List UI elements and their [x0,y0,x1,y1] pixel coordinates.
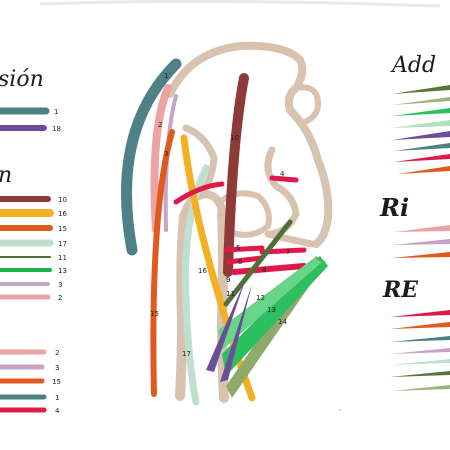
muscle-13 [218,258,322,350]
muscle-label-6: 6 [238,258,243,266]
legend-number: 2 [55,349,59,357]
muscle-label-3: 3 [164,150,168,158]
legend-number: 13 [58,267,67,275]
pelvis-outline [166,41,333,248]
muscle-label-10: 10 [230,134,239,142]
muscle-9-fascicle [220,284,252,382]
legend-wedge [398,166,450,174]
legend-number: 17 [58,240,67,248]
legend-number: 3 [55,364,59,372]
legend-number: 1 [55,394,59,402]
heading-ri: Ri [379,193,409,222]
legend-number: 1 [54,108,58,116]
muscle-label-14: 14 [278,318,287,326]
legend-number: 16 [58,210,67,218]
muscle-10 [223,73,249,277]
legend-number: 2 [58,294,62,302]
legend-wedge [392,85,450,94]
stray-dot [339,409,341,411]
top-border [39,0,441,8]
legend-wedge [390,322,450,329]
pubis-ramus [264,230,316,248]
legend-re [390,310,450,391]
muscle-label-9: 9 [226,276,230,284]
legend-wedge [390,336,450,342]
muscle-labels: 1 2 3 4 5 6 7 8 9 10 11 12 13 14 15 16 1… [150,72,290,358]
muscle-11 [223,219,293,307]
heading-extension: n [0,163,12,188]
muscle-band [173,181,225,205]
muscles [121,58,328,406]
legend-number: 10 [58,196,67,204]
muscle-label-13: 13 [267,306,276,314]
legend-wedge [390,359,450,365]
muscle-label-15: 15 [150,310,159,318]
legend-wedge [394,154,450,162]
muscle-label-7: 7 [286,248,290,256]
legend-wedge [392,239,450,245]
legend-flexion: 1 18 [0,107,61,133]
legend-wedge [392,97,450,105]
muscle-2 [150,84,172,234]
muscle-1 [121,58,182,256]
muscle-label-12: 12 [256,294,265,302]
legend-bottom: 2 3 15 1 4 [0,349,61,415]
sacrum-outline [293,84,321,127]
muscle-label-1: 1 [164,72,168,80]
legend-wedge [392,131,450,140]
legend-number: 15 [52,378,61,386]
muscle-label-17: 17 [182,350,191,358]
legend-wedge [390,348,450,354]
legend-extension: 10 16 15 17 11 13 3 2 [0,196,67,302]
heading-re: RE [382,277,419,303]
muscle-label-2: 2 [158,121,162,129]
muscle-label-16: 16 [198,267,207,275]
muscle-8 [231,263,307,275]
muscle-label-5: 5 [236,244,240,252]
heading-flexion: sión [0,67,44,92]
femur-shaft-left [175,211,189,401]
legend-wedge [390,310,450,317]
muscle-label-11: 11 [226,290,235,298]
muscle-5 [223,245,265,253]
legend-number: 18 [52,125,61,133]
heading-add: Add [390,53,436,78]
legend-wedge [392,252,450,258]
legend-number: 4 [55,407,60,415]
muscle-label-8: 8 [262,266,266,274]
legend-wedge [392,385,450,391]
legend-wedge [392,120,450,128]
legend-wedge [394,143,450,151]
legend-number: 11 [58,254,67,262]
pelvis-femur-bones [166,41,333,403]
legend-wedge [394,225,450,232]
legend-number: 15 [58,225,67,233]
legend-add [392,85,450,174]
muscle-label-4: 4 [280,170,285,178]
legend-number: 3 [58,281,62,289]
muscle-15 [150,129,175,397]
muscle-6 [225,255,265,265]
legend-wedge [392,108,450,116]
muscle-4 [269,175,299,183]
legend-ri [392,225,450,258]
muscle-9 [206,278,246,372]
legend-wedge [390,371,450,377]
muscle-12 [222,256,328,376]
femur-shaft-right [217,209,229,403]
femoral-head [180,190,226,218]
